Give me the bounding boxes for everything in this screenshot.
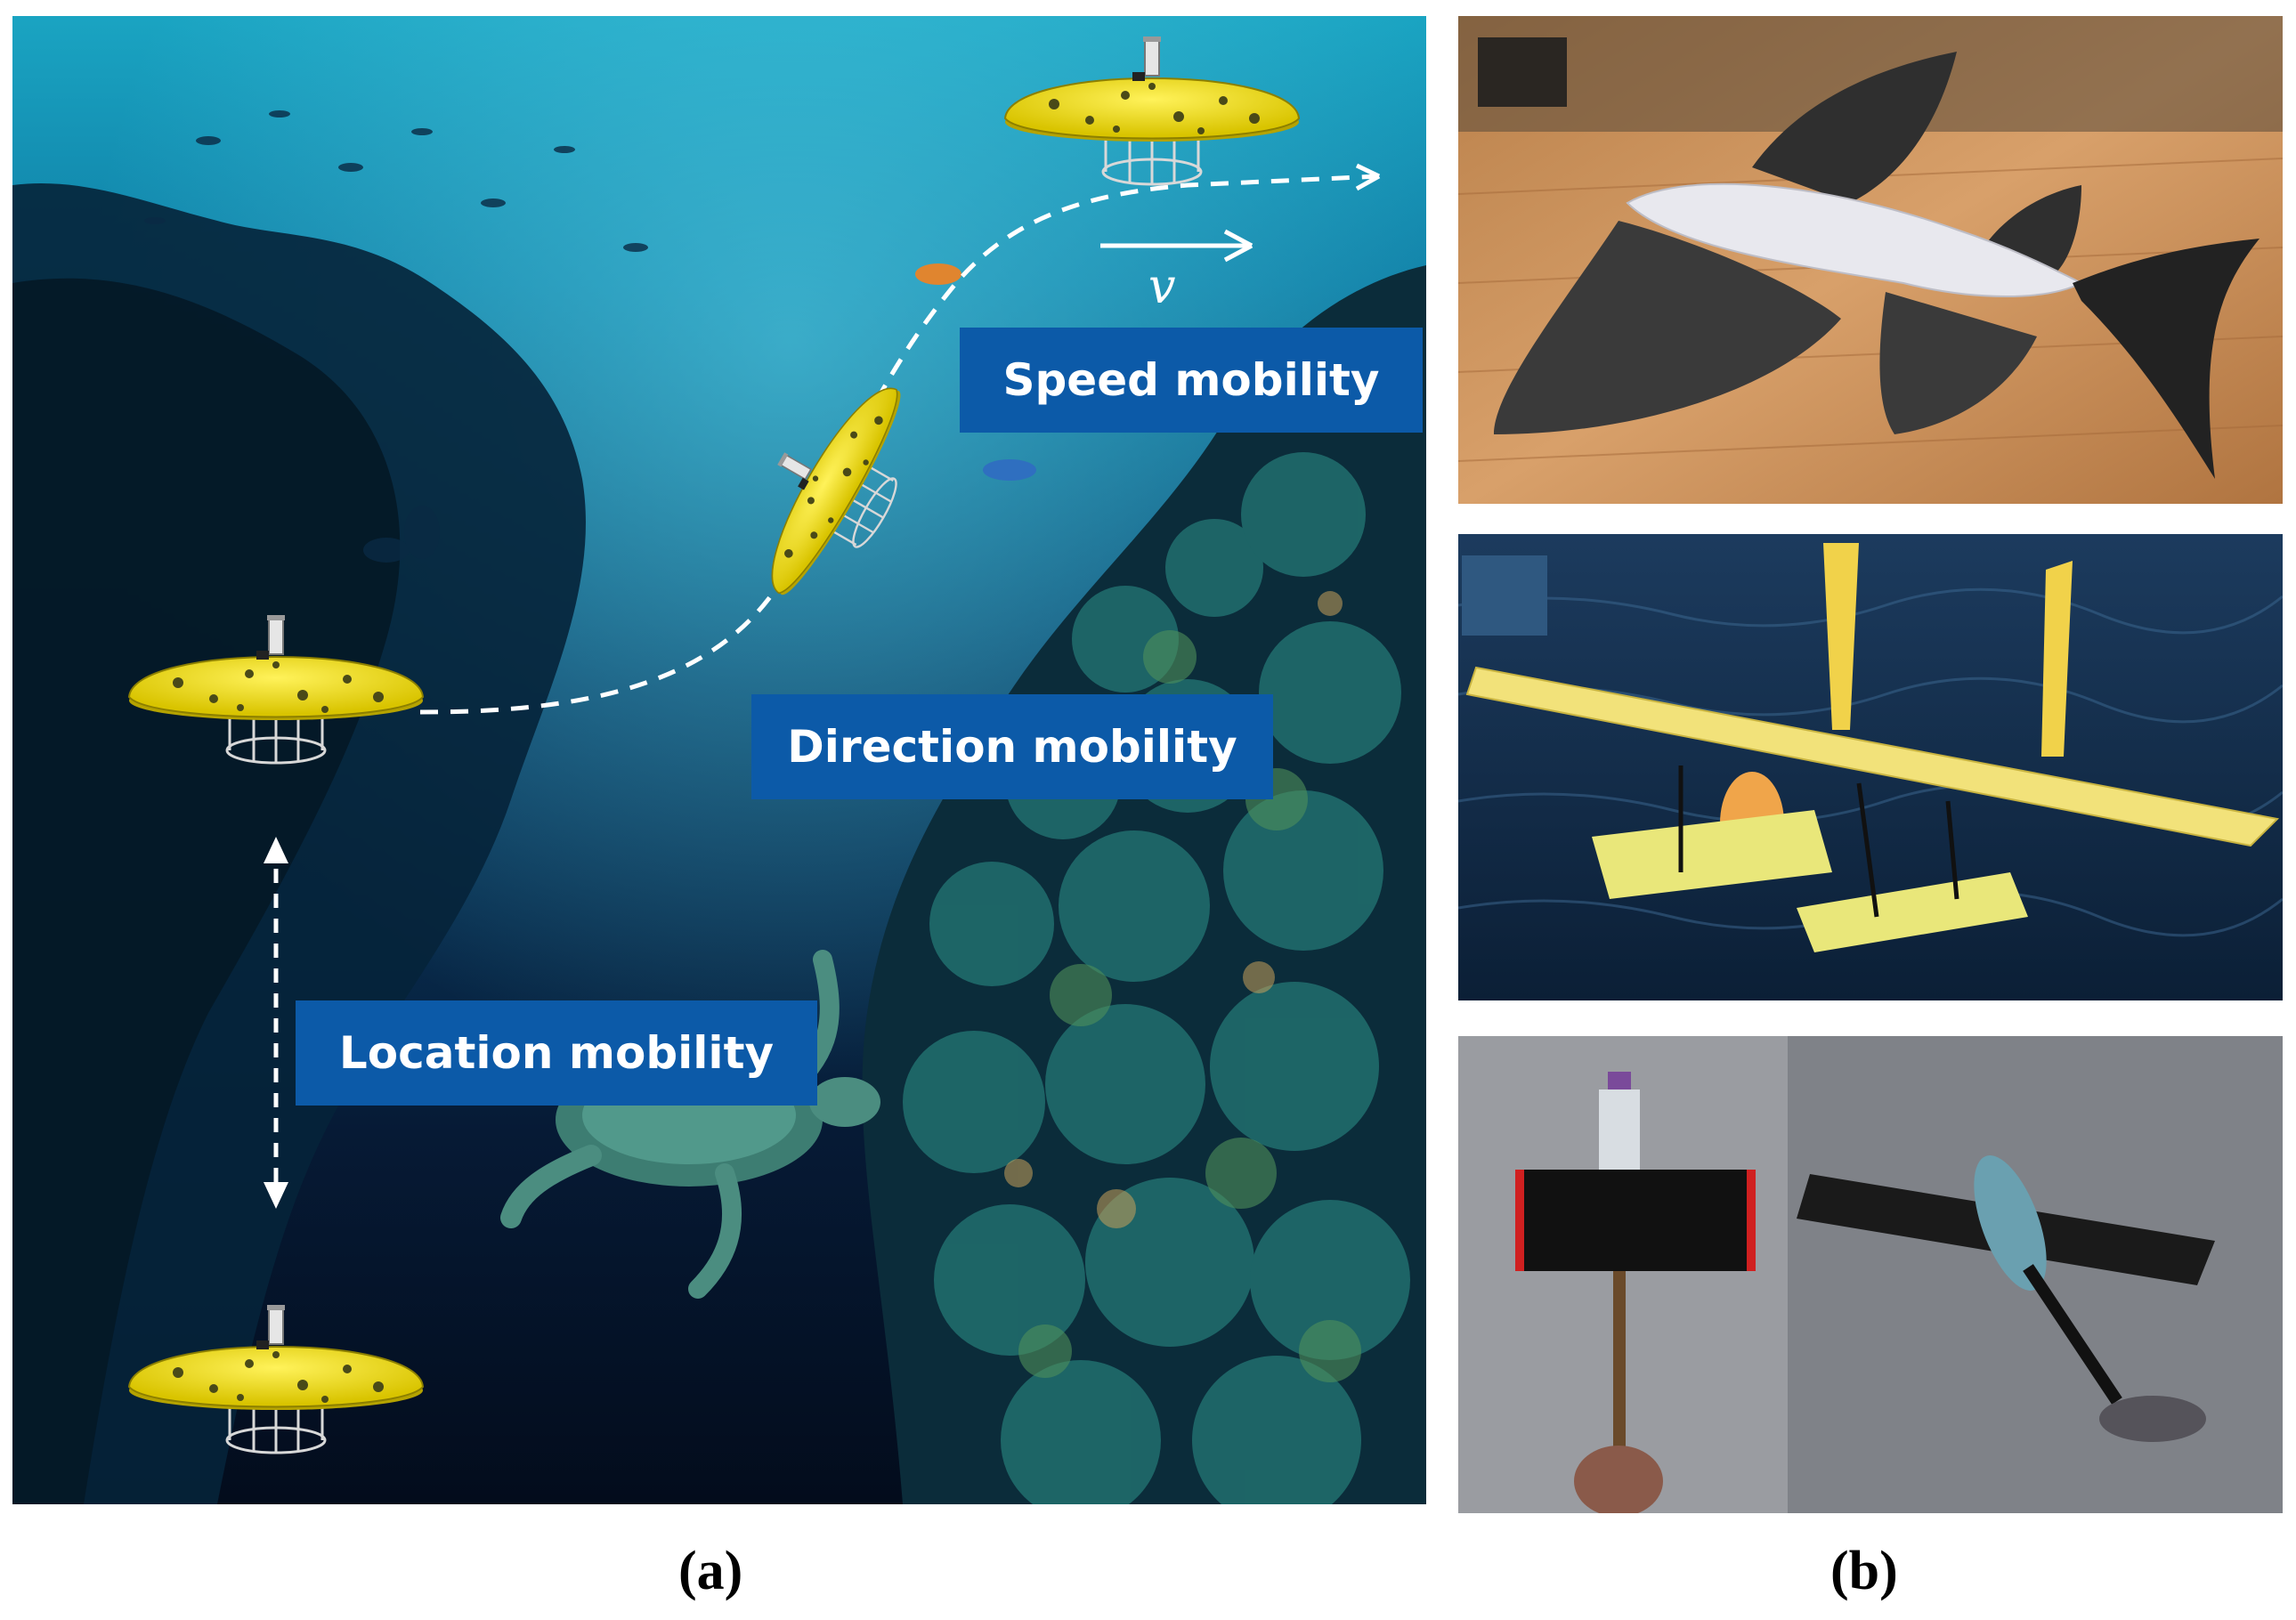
underwater-scene-panel: Speed mobility Direction mobility Locati… (12, 16, 1426, 1504)
buoy-glider-photo (1458, 1036, 2283, 1513)
speed-mobility-label: Speed mobility (960, 328, 1423, 433)
dashed-trajectory (419, 174, 1380, 715)
caption-a: (a) (678, 1541, 743, 1601)
panel-marker (1462, 555, 1547, 636)
amphibious-drone-graphic (1458, 534, 2283, 1000)
robotic-fish-graphic (1458, 16, 2283, 504)
robotic-fish-photo (1458, 16, 2283, 504)
direction-mobility-label: Direction mobility (751, 694, 1273, 799)
velocity-symbol: v (1148, 258, 1176, 314)
location-mobility-label: Location mobility (296, 1000, 817, 1106)
panel-marker (1478, 37, 1567, 107)
amphibious-drone-photo (1458, 534, 2283, 1000)
caption-b: (b) (1830, 1541, 1898, 1601)
buoy-glider-graphic (1458, 1036, 2283, 1513)
